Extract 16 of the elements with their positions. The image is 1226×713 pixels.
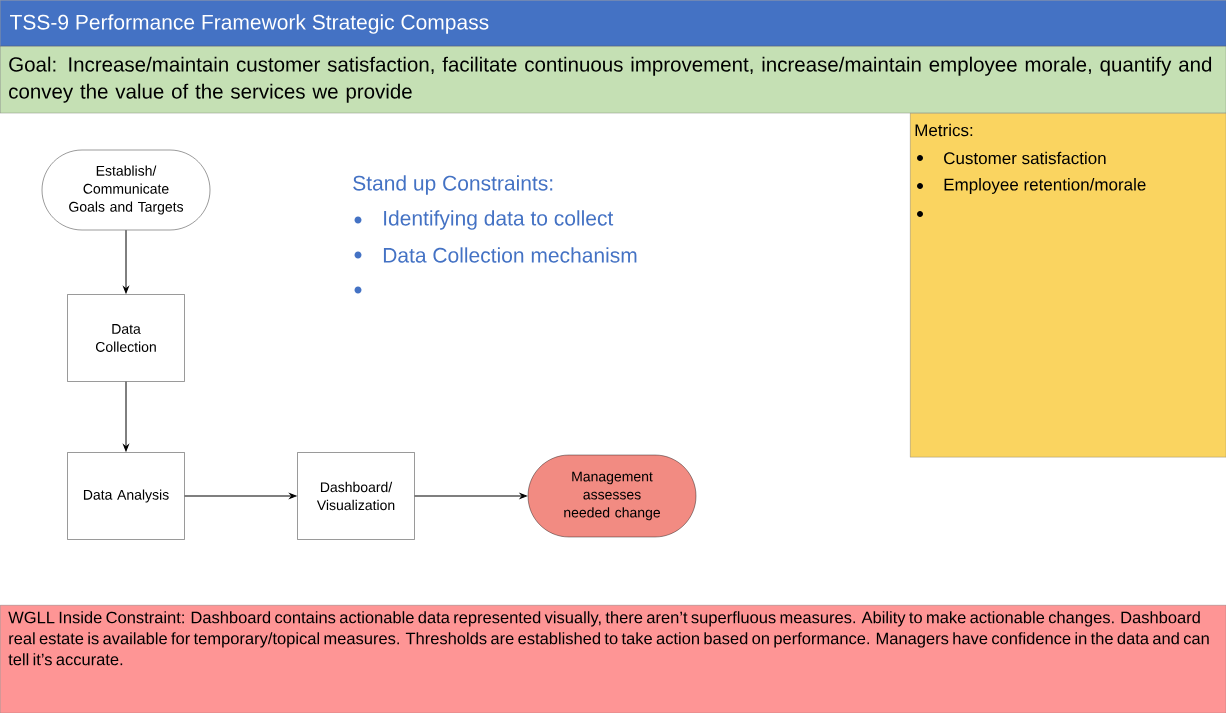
start-end-terminal: Management assesses needed change: [527, 454, 697, 538]
list-item: Identifying data to collect: [384, 210, 614, 230]
metrics-box: Metrics: Customer satisfaction Employee retention/morale: [910, 113, 1226, 458]
constraint-banner: WGLL Inside Constraint: Dashboard contains actionable data represented visually, there aren’t superfluous measures. Ability to make actionable changes. Dashboard real estate is available for temporary/topical measures. Thresholds are established to take action based on performance. Managers have confidence in the data and can tell it’s accurate.: [0, 605, 1226, 713]
process-box: Data Collection: [67, 294, 185, 382]
arrow: [414, 493, 527, 499]
title-bar: TSS-9 Performance Framework Strategic Compass: [0, 0, 1226, 47]
list-item: Stand up Constraints:: [353, 175, 553, 195]
goal-banner: Goal: Increase/maintain customer satisfaction, facilitate continuous improvement, increase/maintain employee morale, quantify and convey the value of the services we provide: [0, 46, 1226, 114]
list-item: Data Collection mechanism: [383, 247, 637, 263]
arrow: [123, 229, 129, 294]
arrow: [123, 381, 129, 452]
process-box: Dashboard/ Visualization: [297, 452, 415, 540]
process-box: Data Analysis: [67, 452, 185, 540]
arrow: [184, 493, 297, 499]
start-end-terminal: Establish/ Communicate Goals and Targets: [41, 149, 211, 231]
